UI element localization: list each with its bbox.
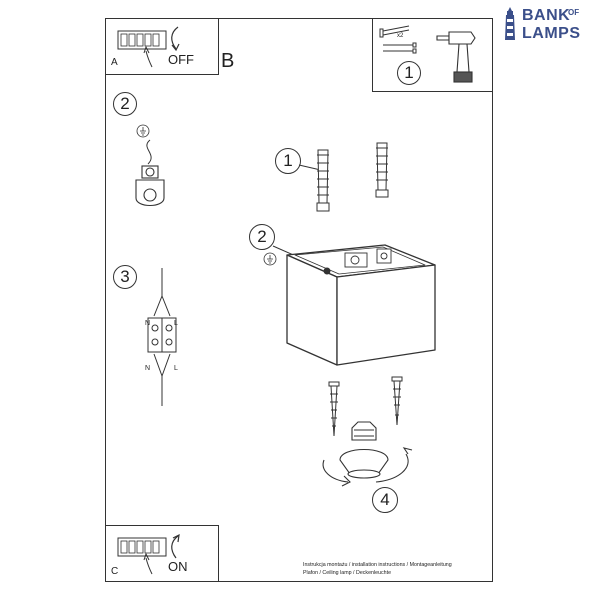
ground-terminal-icon <box>135 139 165 207</box>
left-step-3-number: 3 <box>113 265 137 289</box>
terminal-l-top: L <box>174 320 178 327</box>
lighthouse-icon <box>505 7 515 40</box>
panel-b-letter: B <box>221 50 235 72</box>
dowel-screw-right-icon <box>375 142 389 198</box>
arrow-down-icon <box>171 26 180 52</box>
screws-icon <box>379 25 417 54</box>
brand-name-of: OF <box>568 8 580 17</box>
bulb-rotation-icon <box>322 421 413 487</box>
tools-quantity: x2 <box>397 33 404 39</box>
ground-symbol-icon <box>136 124 150 138</box>
instruction-frame <box>105 18 493 582</box>
terminal-n-top: N <box>145 320 151 327</box>
wiring-diagram-icon <box>147 268 177 406</box>
brand-logo: BANK OF LAMPS <box>500 5 600 43</box>
tools-step-number: 1 <box>397 61 421 85</box>
terminal-l-bottom: L <box>174 365 178 372</box>
step-1-number: 1 <box>275 148 301 174</box>
brand-name-line1: BANK <box>522 7 571 24</box>
caption-line-1: Instrukcja montażu / installation instru… <box>303 562 452 568</box>
panel-c-state: ON <box>168 559 188 574</box>
step-4-number: 4 <box>372 487 398 513</box>
lower-screw-right-icon <box>391 376 403 426</box>
panel-c-letter: C <box>111 566 119 577</box>
left-step-2-number: 2 <box>113 92 137 116</box>
arrow-up-icon <box>171 533 180 559</box>
brand-name-line2: LAMPS <box>522 25 581 42</box>
panel-a-power-off: A OFF <box>105 18 219 75</box>
drill-icon <box>436 31 476 83</box>
panel-c-power-on: C ON <box>105 525 219 582</box>
step-2-ground-icon <box>263 252 277 266</box>
panel-a-state: OFF <box>168 52 194 67</box>
terminal-n-bottom: N <box>145 365 151 372</box>
tools-panel: x2 1 <box>372 18 493 92</box>
lower-screw-left-icon <box>328 381 340 437</box>
caption-line-2: Plafon / Ceiling lamp / Deckenleuchte <box>303 570 392 576</box>
step-2-number: 2 <box>249 224 275 250</box>
dowel-screw-left-icon <box>316 149 330 212</box>
lamp-body-cube <box>286 244 436 366</box>
fuse-switch-icon <box>117 30 167 68</box>
fuse-switch-on-icon <box>117 537 167 575</box>
panel-a-letter: A <box>111 57 118 68</box>
